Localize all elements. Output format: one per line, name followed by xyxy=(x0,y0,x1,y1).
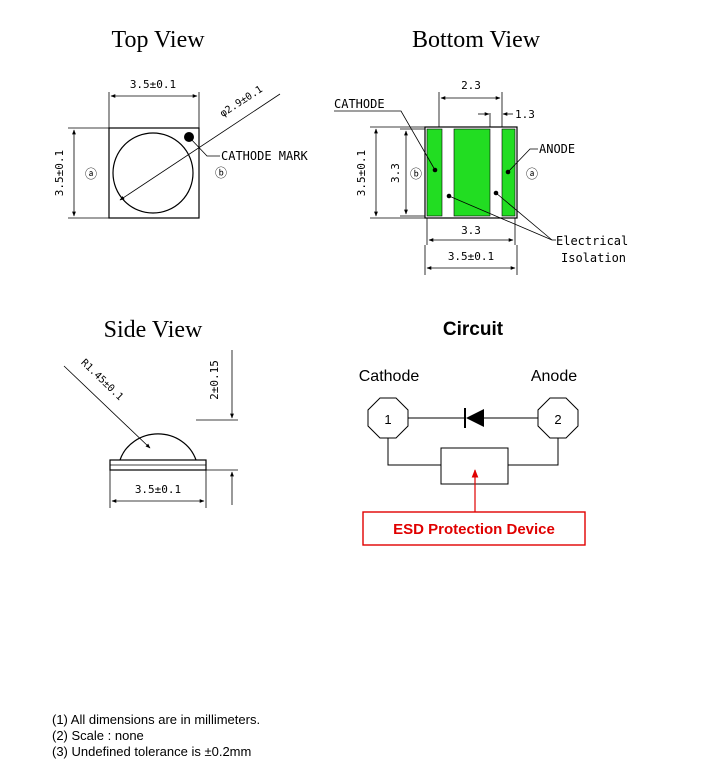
bottom-outer-height-dim: 3.5±0.1 xyxy=(355,150,368,196)
side-dome xyxy=(119,433,197,461)
notes: (1) All dimensions are in millimeters. (… xyxy=(52,712,260,760)
esd-label-box xyxy=(362,511,586,546)
circuit-node-1 xyxy=(367,397,409,439)
side-height-dim: 2±0.15 xyxy=(208,360,221,400)
top-pad-b-label: ⓑ xyxy=(215,166,227,180)
diode-triangle xyxy=(466,409,484,427)
top-view-lens xyxy=(112,132,194,214)
side-view-title: Side View xyxy=(104,317,203,343)
note-1: (1) All dimensions are in millimeters. xyxy=(52,712,261,727)
electrical-isolation-label-2: Isolation xyxy=(561,251,626,265)
side-radius-leader xyxy=(63,365,151,449)
electrical-isolation-label-1: Electrical xyxy=(556,234,628,248)
bottom-inner-width-dim: 3.3 xyxy=(461,224,481,237)
cathode-mark-label: CATHODE MARK xyxy=(221,149,308,163)
bottom-inner-height-dim: 3.3 xyxy=(389,163,402,183)
bottom-pad-center xyxy=(453,128,491,217)
bottom-cathode-label: CATHODE xyxy=(334,97,385,111)
bottom-outer-width-dim: 3.5±0.1 xyxy=(448,250,494,263)
circuit: Circuit Cathode Anode 1 2 ESD Protection… xyxy=(359,319,586,546)
top-diameter-dim: φ2.9±0.1 xyxy=(218,84,264,119)
side-view: Side View R1.45±0.1 2±0.15 3.5±0.1 xyxy=(63,317,238,508)
bottom-pad-b-label: ⓑ xyxy=(410,167,422,181)
bottom-anode-label: ANODE xyxy=(539,142,575,156)
circuit-cathode-label: Cathode xyxy=(359,368,420,385)
circuit-anode-label: Anode xyxy=(531,368,577,385)
top-view: Top View 3.5±0.1 3.5±0.1 φ2.9±0.1 CATHOD… xyxy=(53,27,308,219)
bottom-view: Bottom View 2.3 1.3 CATHODE ANODE 3.5± xyxy=(334,27,628,275)
bottom-pad-cathode xyxy=(426,128,443,217)
circuit-node-2-label: 2 xyxy=(554,412,561,427)
top-view-title: Top View xyxy=(111,27,205,53)
side-radius-dim: R1.45±0.1 xyxy=(78,357,125,403)
bottom-pad-a-label: ⓐ xyxy=(526,167,538,181)
top-diameter-leader xyxy=(119,93,281,201)
note-2: (2) Scale : none xyxy=(52,728,144,743)
bottom-view-title: Bottom View xyxy=(412,27,541,53)
top-height-dim: 3.5±0.1 xyxy=(53,150,66,196)
top-pad-a-label: ⓐ xyxy=(85,167,97,181)
esd-label: ESD Protection Device xyxy=(393,521,555,538)
circuit-node-2 xyxy=(537,397,579,439)
circuit-node-1-label: 1 xyxy=(384,412,391,427)
side-width-dim: 3.5±0.1 xyxy=(135,483,181,496)
top-view-package xyxy=(108,127,200,219)
bottom-dim-gap: 1.3 xyxy=(515,108,535,121)
circuit-title: Circuit xyxy=(443,319,504,340)
top-width-dim: 3.5±0.1 xyxy=(130,78,176,91)
bottom-dim-top: 2.3 xyxy=(461,79,481,92)
note-3: (3) Undefined tolerance is ±0.2mm xyxy=(52,744,252,759)
